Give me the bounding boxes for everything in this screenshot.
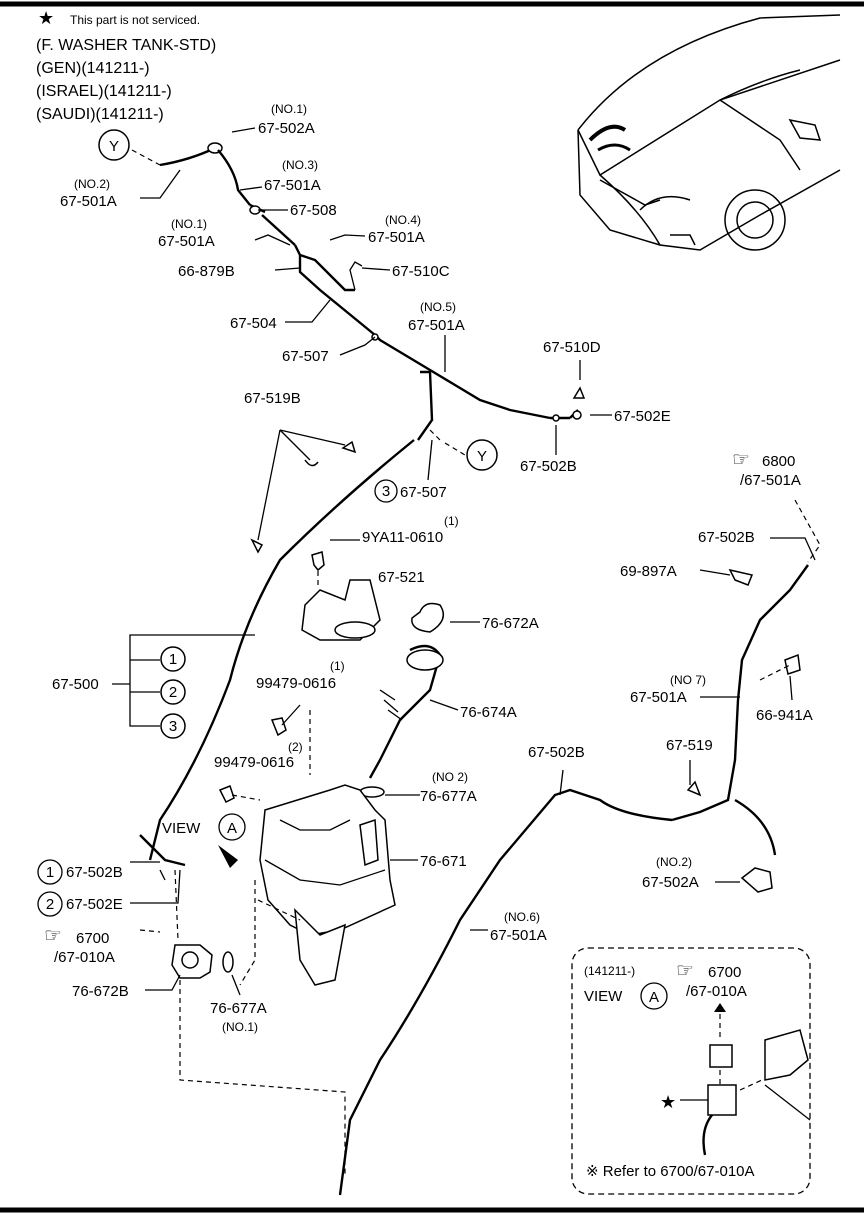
label-67-521: 67-521	[378, 569, 425, 586]
inset-ref-sub: /67-010A	[686, 983, 747, 1000]
label-67-502A-top: 67-502A	[258, 120, 315, 137]
circle-1: 1	[169, 651, 177, 668]
label-66-941A: 66-941A	[756, 707, 813, 724]
label-67-502E-bl: 67-502E	[66, 896, 123, 913]
y-marker-top	[98, 129, 130, 161]
label-no7: (NO 7)	[670, 673, 706, 687]
ref-6700: 6700	[76, 930, 109, 947]
label-67-501A-no2: 67-501A	[60, 193, 117, 210]
label-no1-c: (NO.1)	[222, 1020, 258, 1034]
label-9YA11-0610: 9YA11-0610	[362, 529, 443, 546]
label-67-510C: 67-510C	[392, 263, 450, 280]
ref-6800-sub: /67-501A	[740, 472, 801, 489]
label-67-502B-mid: 67-502B	[520, 458, 577, 475]
label-67-501A-no7: 67-501A	[630, 689, 687, 706]
label-76-677A-no1: 76-677A	[210, 1000, 267, 1017]
pointing-hand-icon: ☞	[732, 449, 750, 471]
right-hoses	[338, 499, 821, 1196]
header-line-4: (SAUDI)(141211-)	[36, 106, 164, 123]
washer-tank-assembly	[218, 539, 480, 986]
view-a-inset	[571, 947, 811, 1195]
star-icon: ★	[660, 1092, 676, 1112]
label-no5: (NO.5)	[420, 300, 456, 314]
label-67-507-b: 67-507	[400, 484, 447, 501]
label-99479-0616-a: 99479-0616	[256, 675, 336, 692]
view-letter: A	[227, 820, 237, 837]
label-67-502B-right: 67-502B	[698, 529, 755, 546]
legend-text: This part is not serviced.	[70, 13, 200, 27]
left-hose-routing: Y	[148, 370, 498, 861]
label-69-897A: 69-897A	[620, 563, 677, 580]
vehicle-illustration	[577, 14, 841, 251]
inset-ref: 6700	[708, 964, 741, 981]
bracket-67-500	[112, 634, 255, 739]
label-9ya-index: (1)	[444, 514, 459, 528]
circle-1-b: 1	[46, 864, 54, 881]
inset-note: ※ Refer to 6700/67-010A	[586, 1163, 755, 1180]
header-legend: ★ This part is not serviced. (F. WASHER …	[36, 8, 216, 123]
ref-6800: 6800	[762, 453, 795, 470]
label-99-index-2: (2)	[288, 740, 303, 754]
label-67-500: 67-500	[52, 676, 99, 693]
label-76-672B: 76-672B	[72, 983, 129, 1000]
view-arrow	[218, 845, 238, 868]
pointing-hand-icon: ☞	[44, 925, 62, 947]
label-no1-a: (NO.1)	[271, 102, 307, 116]
header-line-1: (F. WASHER TANK-STD)	[36, 37, 216, 54]
upper-hoses: Y	[98, 127, 612, 455]
label-no3: (NO.3)	[282, 158, 318, 172]
circle-3-top: 3	[382, 483, 390, 500]
header-line-2: (GEN)(141211-)	[36, 60, 150, 77]
label-67-501A-no5: 67-501A	[408, 317, 465, 334]
ref-6700-sub: /67-010A	[54, 949, 115, 966]
label-67-501A-no1: 67-501A	[158, 233, 215, 250]
label-67-502B-bl: 67-502B	[66, 864, 123, 881]
circle-2: 2	[169, 684, 177, 701]
label-76-674A: 76-674A	[460, 704, 517, 721]
label-76-672A: 76-672A	[482, 615, 539, 632]
label-no1-b: (NO.1)	[171, 217, 207, 231]
label-no4: (NO.4)	[385, 213, 421, 227]
label-no6: (NO.6)	[504, 910, 540, 924]
pointing-hand-icon: ☞	[676, 960, 694, 982]
label-66-879B: 66-879B	[178, 263, 235, 280]
label-67-510D: 67-510D	[543, 339, 601, 356]
y-marker-top-text: Y	[109, 138, 119, 155]
pump-assembly	[130, 834, 346, 1175]
circle-3: 3	[169, 718, 177, 735]
label-67-501A-no3: 67-501A	[264, 177, 321, 194]
header-line-3: (ISRAEL)(141211-)	[36, 83, 172, 100]
label-99479-0616-b: 99479-0616	[214, 754, 294, 771]
label-67-519: 67-519	[666, 737, 713, 754]
label-67-519B: 67-519B	[244, 390, 301, 407]
label-no2-b: (NO 2)	[432, 770, 468, 784]
label-67-502E-right: 67-502E	[614, 408, 671, 425]
label-99-index-1: (1)	[330, 659, 345, 673]
inset-view: VIEW	[584, 988, 623, 1005]
y-marker-mid	[466, 439, 498, 471]
circle-2-b: 2	[46, 896, 54, 913]
label-76-671: 76-671	[420, 853, 467, 870]
inset-date: (141211-)	[584, 964, 635, 978]
label-67-502A-right: 67-502A	[642, 874, 699, 891]
view-label: VIEW	[162, 820, 201, 837]
label-67-501A-no6: 67-501A	[490, 927, 547, 944]
label-no2-a: (NO.2)	[74, 177, 110, 191]
star-icon: ★	[38, 8, 54, 28]
label-67-502B-low: 67-502B	[528, 744, 585, 761]
y-marker-mid-text: Y	[477, 448, 487, 465]
inset-view-letter: A	[649, 989, 659, 1006]
label-67-507: 67-507	[282, 348, 329, 365]
label-76-677A-no2: 76-677A	[420, 788, 477, 805]
label-67-508: 67-508	[290, 202, 337, 219]
label-67-501A-no4: 67-501A	[368, 229, 425, 246]
label-67-504: 67-504	[230, 315, 277, 332]
label-no2-c: (NO.2)	[656, 855, 692, 869]
